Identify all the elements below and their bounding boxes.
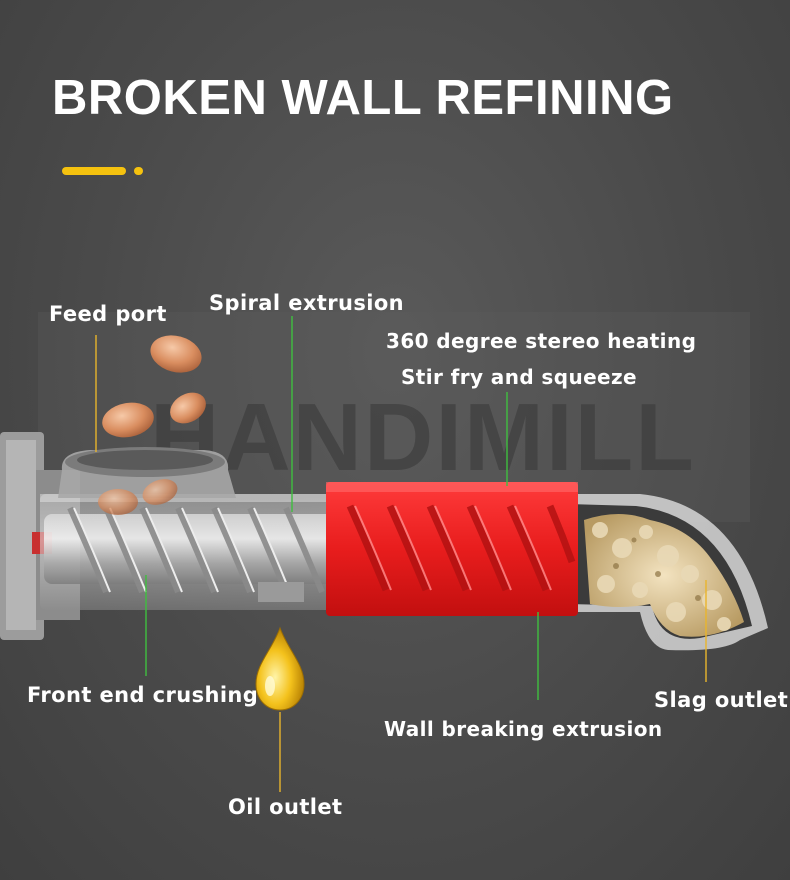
slag-material [584, 514, 744, 637]
label-stir-fry: Stir fry and squeeze [401, 365, 638, 389]
heating-sleeve [326, 482, 578, 616]
accent-dot [134, 167, 143, 175]
label-spiral-extrusion: Spiral extrusion [209, 291, 404, 315]
oil-droplet-icon [255, 626, 305, 711]
label-stereo-heating: 360 degree stereo heating [386, 329, 697, 353]
label-feed-port: Feed port [49, 302, 167, 326]
label-oil-outlet: Oil outlet [228, 795, 343, 819]
label-slag-outlet: Slag outlet [654, 688, 789, 712]
page-title: BROKEN WALL REFINING [52, 71, 674, 125]
label-wall-breaking: Wall breaking extrusion [384, 717, 663, 741]
accent-bar [62, 167, 126, 175]
peanut-kernels [102, 335, 206, 438]
leader-lines [95, 316, 707, 792]
label-front-end-crushing: Front end crushing [27, 683, 259, 707]
peanuts-inside [98, 479, 178, 515]
watermark-text: HANDIMILL [150, 384, 696, 491]
feed-port-hopper [58, 447, 236, 498]
